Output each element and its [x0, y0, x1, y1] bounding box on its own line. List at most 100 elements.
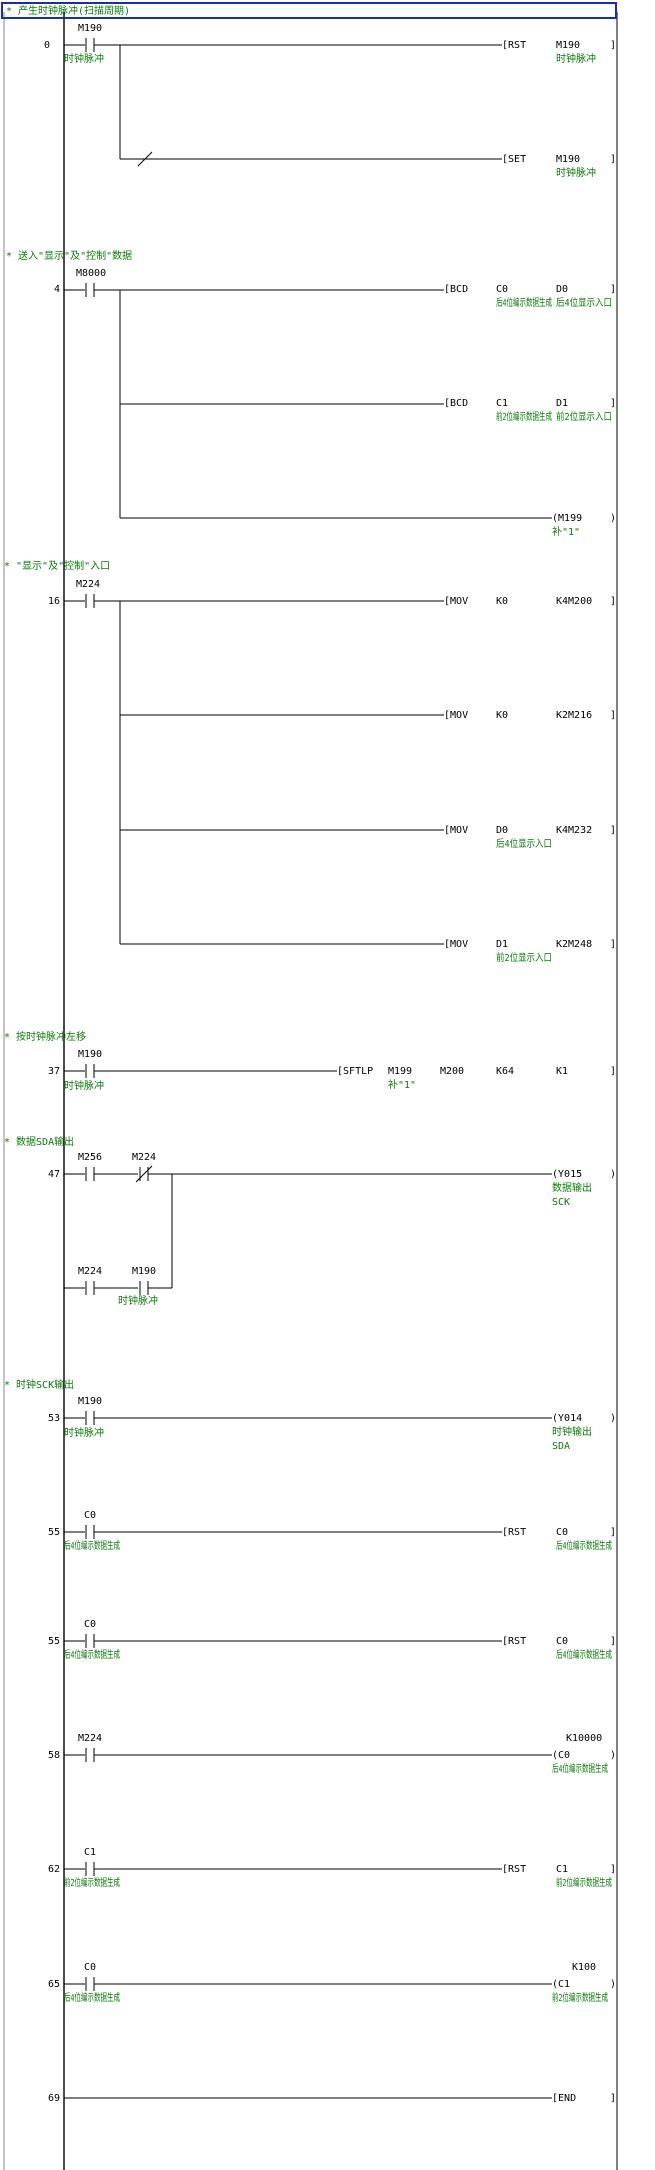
contact-device: C0	[84, 1619, 96, 1630]
operand-comment: 后4位编示数据生成	[556, 1648, 612, 1661]
svg-text:]: ]	[610, 825, 616, 836]
contact-device: M224	[78, 1733, 102, 1744]
contact-comment: 后4位编示数据生成	[64, 1648, 120, 1661]
operand: K1	[556, 1066, 568, 1077]
coil-comment: 后4位编示数据生成	[552, 1762, 608, 1775]
step-number: 37	[48, 1066, 60, 1077]
end-instruction[interactable]: [END	[552, 2093, 576, 2104]
coil-comment: SDA	[552, 1441, 570, 1452]
svg-text:): )	[610, 1169, 616, 1180]
operand: C0	[556, 1636, 568, 1647]
contact-device: M8000	[76, 268, 106, 279]
svg-text:): )	[610, 1750, 616, 1761]
svg-text:]: ]	[610, 154, 616, 165]
rung-comment: * "显示"及"控制"入口	[4, 559, 110, 572]
branch-nc-slash	[137, 151, 153, 167]
contact-device: M190	[78, 1049, 102, 1060]
operand: K4M200	[556, 596, 592, 607]
set-value: K100	[572, 1962, 596, 1973]
step-number: 16	[48, 596, 60, 607]
operand: K4M232	[556, 825, 592, 836]
coil[interactable]: (Y015	[552, 1169, 582, 1180]
operand-comment: 补"1"	[388, 1078, 416, 1091]
instruction[interactable]: [RST	[502, 1864, 526, 1875]
svg-text:): )	[610, 1413, 616, 1424]
instruction[interactable]: [BCD	[444, 284, 468, 295]
instruction[interactable]: [MOV	[444, 825, 468, 836]
step-number: 55	[48, 1636, 60, 1647]
svg-text:]: ]	[610, 1636, 616, 1647]
operand-comment: 后4位显示入口	[496, 837, 552, 850]
step-number: 62	[48, 1864, 60, 1875]
contact-comment: 时钟脉冲	[64, 1079, 104, 1092]
operand-comment: 前2位编示数据生成	[496, 410, 552, 423]
coil-comment: 前2位编示数据生成	[552, 1991, 608, 2004]
operand: K0	[496, 710, 508, 721]
coil[interactable]: (C0	[552, 1750, 570, 1761]
coil-comment: 时钟输出	[552, 1425, 592, 1438]
rung-comment: * 数据SDA输出	[4, 1135, 74, 1148]
operand: D0	[556, 284, 568, 295]
coil-comment: SCK	[552, 1197, 570, 1208]
operand-comment: 前2位编示数据生成	[556, 1876, 612, 1889]
rung-comment: * 送入"显示"及"控制"数据	[6, 249, 132, 262]
instruction[interactable]: [SFTLP	[337, 1066, 373, 1077]
coil[interactable]: (Y014	[552, 1413, 582, 1424]
operand: M200	[440, 1066, 464, 1077]
operand: C0	[556, 1527, 568, 1538]
svg-text:]: ]	[610, 40, 616, 51]
operand: M199	[388, 1066, 412, 1077]
coil-comment: 补"1"	[552, 525, 580, 538]
set-value: K10000	[566, 1733, 602, 1744]
operand-comment: 前2位显示入口	[556, 410, 612, 423]
contact-comment: 后4位编示数据生成	[64, 1539, 120, 1552]
operand-comment: 后4位显示入口	[556, 296, 612, 309]
svg-text:]: ]	[610, 939, 616, 950]
operand: C1	[496, 398, 508, 409]
instruction[interactable]: [MOV	[444, 596, 468, 607]
rung-comment: * 产生时钟脉冲(扫描周期)	[6, 4, 130, 17]
instruction[interactable]: [RST	[502, 40, 526, 51]
instruction[interactable]: [RST	[502, 1636, 526, 1647]
operand-comment: 前2位显示入口	[496, 951, 552, 964]
step-number: 69	[48, 2093, 60, 2104]
contact-device: C0	[84, 1510, 96, 1521]
rung-comment: * 按时钟脉冲左移	[4, 1030, 86, 1043]
operand: K64	[496, 1066, 514, 1077]
contact-device: C1	[84, 1847, 96, 1858]
instruction[interactable]: [SET	[502, 154, 526, 165]
operand: M190	[556, 40, 580, 51]
contact-comment: 后4位编示数据生成	[64, 1991, 120, 2004]
operand: C0	[496, 284, 508, 295]
operand: D0	[496, 825, 508, 836]
instruction[interactable]: [MOV	[444, 939, 468, 950]
contact-device: M224	[132, 1152, 156, 1163]
operand-comment: 后4位编示数据生成	[496, 296, 552, 309]
operand: K2M248	[556, 939, 592, 950]
contact-device: M190	[132, 1266, 156, 1277]
operand-comment: 时钟脉冲	[556, 166, 596, 179]
operand: M190	[556, 154, 580, 165]
coil[interactable]: (M199	[552, 513, 582, 524]
instruction[interactable]: [BCD	[444, 398, 468, 409]
svg-text:): )	[610, 513, 616, 524]
svg-text:]: ]	[610, 710, 616, 721]
svg-text:]: ]	[610, 1864, 616, 1875]
step-number: 0	[44, 40, 50, 51]
coil[interactable]: (C1	[552, 1979, 570, 1990]
instruction[interactable]: [RST	[502, 1527, 526, 1538]
operand: D1	[556, 398, 568, 409]
step-number: 55	[48, 1527, 60, 1538]
step-number: 4	[54, 284, 60, 295]
operand-comment: 时钟脉冲	[556, 52, 596, 65]
instruction[interactable]: [MOV	[444, 710, 468, 721]
contact-device: M256	[78, 1152, 102, 1163]
step-number: 58	[48, 1750, 60, 1761]
svg-text:]: ]	[610, 596, 616, 607]
operand: K0	[496, 596, 508, 607]
contact-device: M190	[78, 1396, 102, 1407]
step-number: 47	[48, 1169, 60, 1180]
selection-cursor[interactable]	[1, 2, 617, 19]
operand: C1	[556, 1864, 568, 1875]
